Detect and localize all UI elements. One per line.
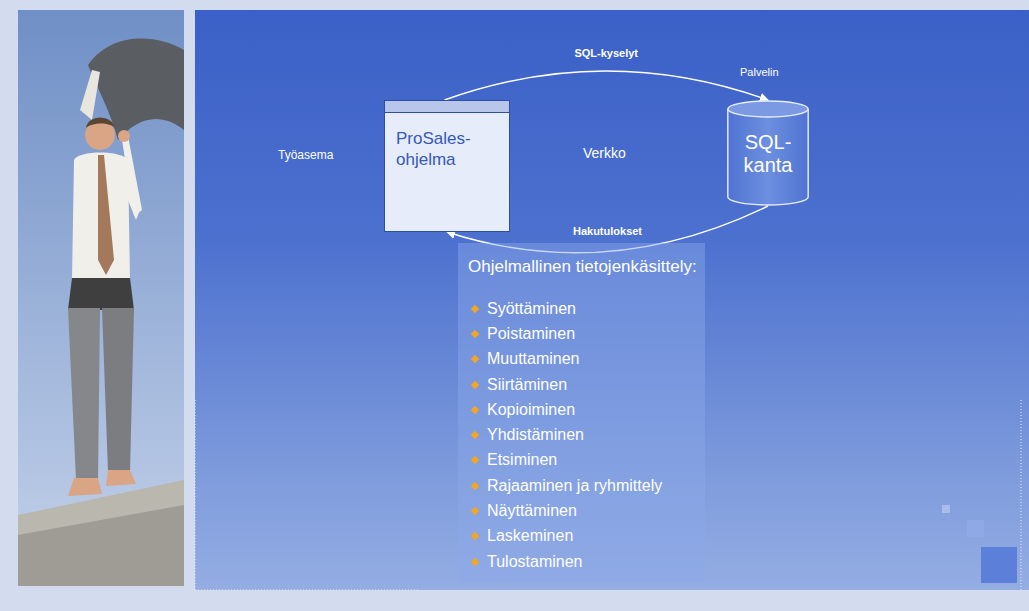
list-item-text: Muuttaminen (487, 350, 580, 368)
bullet-diamond (471, 355, 479, 363)
free-label: Palvelin (740, 66, 779, 78)
list-item-text: Tulostaminen (487, 553, 582, 571)
bullet-diamond (471, 431, 479, 439)
feature-list-panel: Ohjelmallinen tietojenkäsittely: Syöttämi… (458, 243, 705, 582)
list-item: Poistaminen (468, 321, 695, 346)
edge-label: Hakutulokset (573, 225, 642, 237)
list-item: Yhdistäminen (468, 422, 695, 447)
list-item: Syöttäminen (468, 296, 695, 321)
list-item-text: Syöttäminen (487, 300, 576, 318)
bullet-diamond (471, 304, 479, 312)
database-cylinder: SQL-kanta (727, 100, 809, 206)
list-heading: Ohjelmallinen tietojenkäsittely: (468, 255, 695, 279)
edge-label: SQL-kyselyt (574, 47, 638, 59)
bullet-diamond (471, 557, 479, 565)
list-item-text: Yhdistäminen (487, 426, 584, 444)
list-item: Kopioiminen (468, 397, 695, 422)
list-item-text: Etsiminen (487, 451, 557, 469)
title-bar (385, 101, 509, 113)
list-item: Tulostaminen (468, 549, 695, 574)
list-item: Rajaaminen ja ryhmittely (468, 473, 695, 498)
bullet-diamond (471, 532, 479, 540)
list-item-text: Kopioiminen (487, 401, 575, 419)
free-label: Työasema (278, 148, 333, 162)
list-item-text: Näyttäminen (487, 502, 577, 520)
bullet-diamond (471, 330, 479, 338)
bullet-diamond (471, 481, 479, 489)
node-text: ProSales-ohjelma (396, 128, 492, 170)
photo-illustration (18, 10, 184, 586)
bullet-diamond (471, 406, 479, 414)
bullet-diamond (471, 380, 479, 388)
connector-arc (444, 71, 768, 100)
list-item-text: Rajaaminen ja ryhmittely (487, 477, 662, 495)
bullet-diamond (471, 507, 479, 515)
bullet-diamond (471, 456, 479, 464)
list-item: Siirtäminen (468, 372, 695, 397)
list-item: Laskeminen (468, 524, 695, 549)
list-item: Näyttäminen (468, 498, 695, 523)
list-item-text: Poistaminen (487, 325, 575, 343)
list-item: Muuttaminen (468, 347, 695, 372)
free-label: Verkko (583, 145, 626, 161)
program-window: ProSales-ohjelma (384, 100, 510, 232)
node-text: SQL-kanta (735, 131, 801, 177)
list-item: Etsiminen (468, 448, 695, 473)
list-item-text: Laskeminen (487, 527, 573, 545)
list-item-text: Siirtäminen (487, 376, 567, 394)
